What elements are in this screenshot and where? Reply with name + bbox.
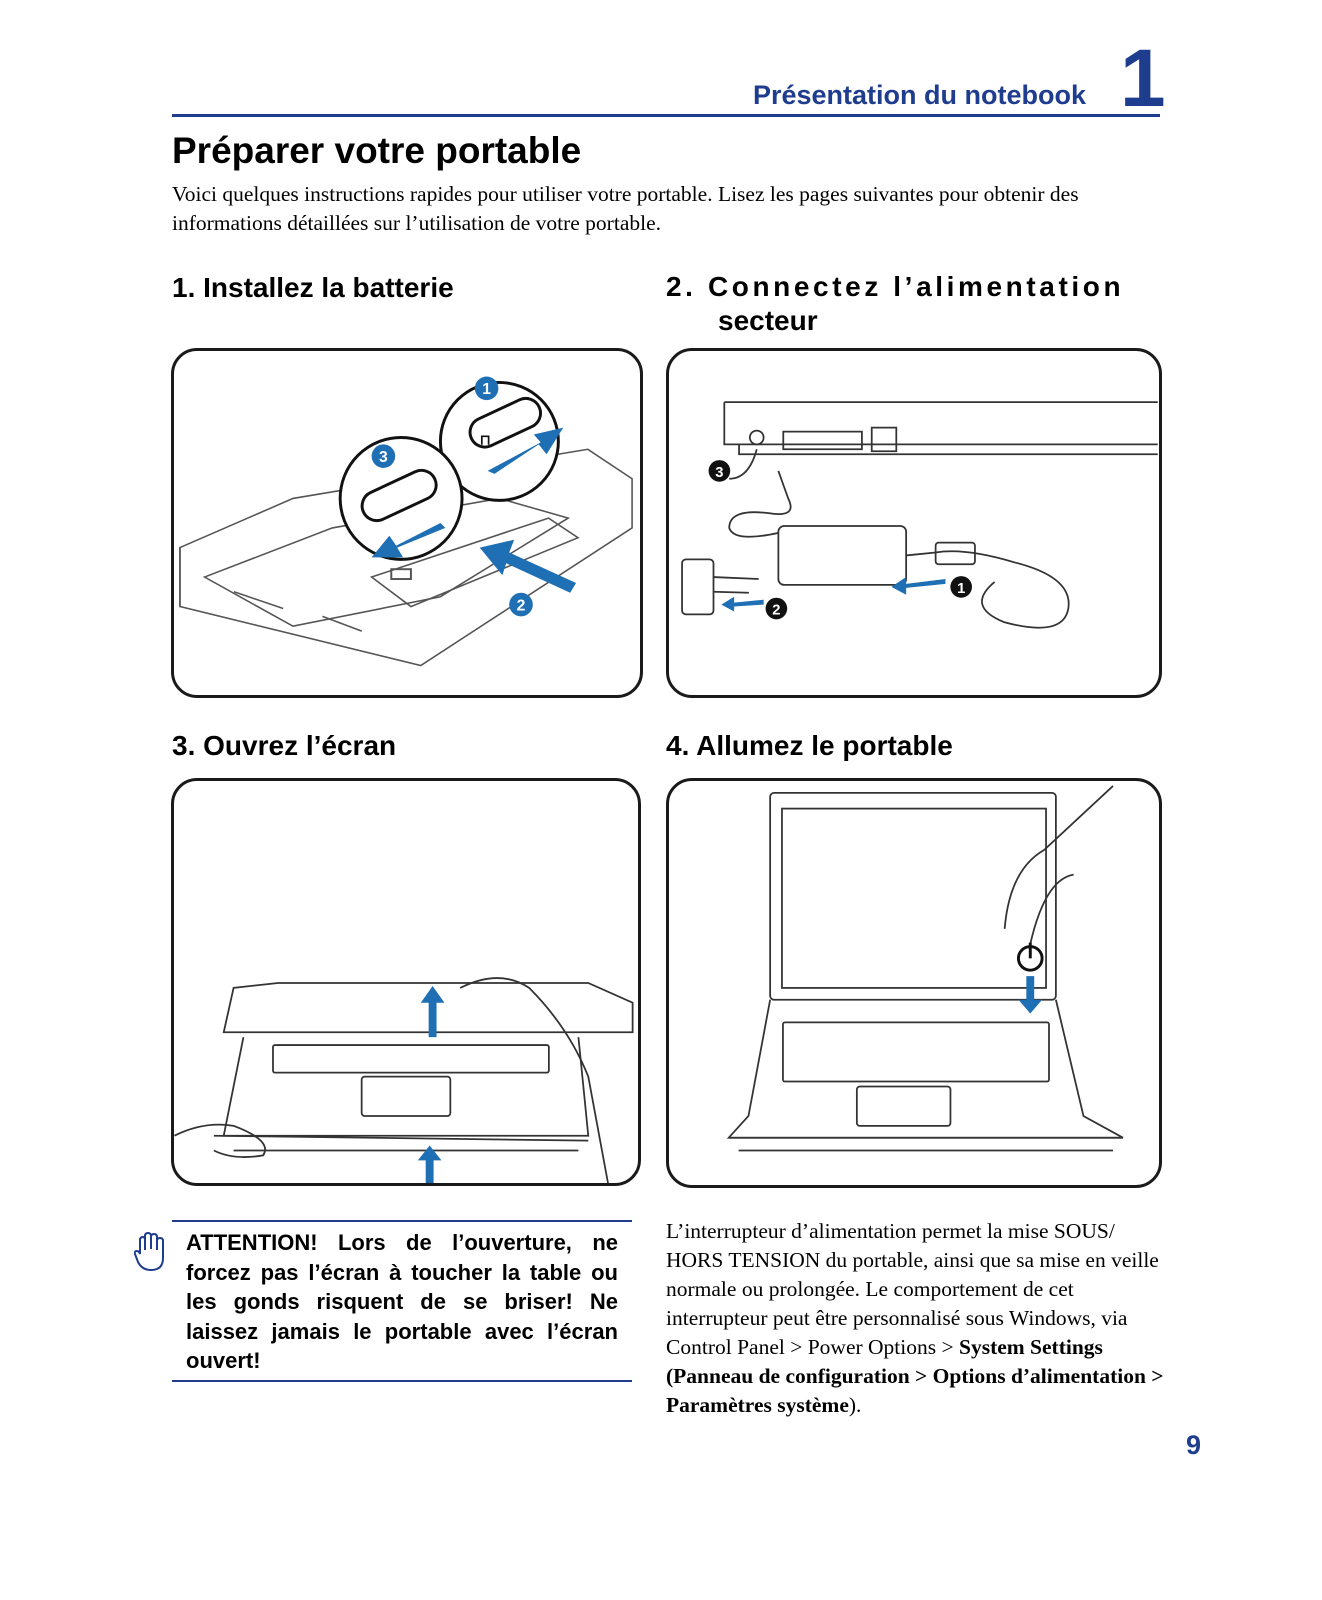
svg-text:3: 3 [715,465,723,481]
warning-top-rule [172,1220,632,1222]
step-2-title-line1: Connectez l’alimentation [707,271,1125,302]
callout-3-icon: 3 [371,444,396,468]
step-4-number: 4. [666,730,690,761]
step-4-title: Allumez le portable [696,730,953,761]
callout-2-icon: 2 [509,592,533,617]
warning-text: ATTENTION! Lors de l’ouverture, ne force… [186,1230,618,1373]
step-3-number: 3. [172,730,196,761]
svg-text:1: 1 [482,381,491,398]
outlet-arrow-icon [721,596,764,612]
power-on-illustration-panel [666,778,1162,1188]
page-number: 9 [1186,1430,1202,1460]
step-2-heading: 2. Connectez l’alimentation secteur [666,270,1156,338]
callout-2-icon: 2 [765,597,788,620]
insert-battery-arrow-icon [479,539,577,593]
callout-1-icon: 1 [950,576,972,598]
power-description: L’interrupteur d’alimentation permet la … [666,1217,1166,1420]
step-3-heading: 3. Ouvrez l’écran [172,730,396,762]
slide-arrow-icon [371,523,446,558]
warning-bottom-rule [172,1380,632,1382]
intro-paragraph: Voici quelques instructions rapides pour… [172,182,1079,235]
power-adapter-illustration-panel: 3 1 2 [666,348,1162,698]
battery-illustration-panel: ⊓ 1 3 2 [171,348,643,698]
plug-arrow-icon [891,577,946,595]
svg-text:2: 2 [772,602,780,618]
power-on-illustration [726,785,1124,1152]
open-screen-illustration-panel [171,778,641,1186]
step-1-heading: 1. Installez la batterie [172,272,454,304]
latch-arrow-icon [417,1145,442,1183]
step-1-number: 1. [172,272,196,303]
header-rule [172,114,1160,117]
battery-zoom-circle-left [338,436,464,561]
page-title: Préparer votre portable [172,130,582,171]
step-4-heading: 4. Allumez le portable [666,730,953,762]
step-1-title: Installez la batterie [203,272,454,303]
open-screen-illustration [174,977,634,1183]
callout-1-icon: 1 [474,376,499,401]
svg-text:1: 1 [957,581,965,597]
step-2-number: 2. [666,271,697,302]
power-adapter-illustration: 3 1 2 [681,401,1158,629]
lift-screen-arrow-icon [420,985,445,1038]
power-description-path: System Settings (Panneau de configuratio… [666,1335,1164,1417]
section-title: Présentation du notebook [752,80,1086,110]
svg-text:2: 2 [517,597,526,614]
power-description-end: ). [848,1393,862,1417]
battery-illustration: ⊓ 1 3 2 [179,376,633,667]
battery-zoom-circle-top: ⊓ [438,380,560,502]
power-description-text: L’interrupteur d’alimentation permet la … [666,1219,1159,1359]
unlock-arrow-icon [487,427,564,474]
svg-text:3: 3 [379,449,388,466]
chapter-number: 1 [1120,33,1166,124]
raised-hand-icon [133,1231,166,1272]
step-2-title-line2: secteur [718,305,818,336]
svg-text:⊓: ⊓ [480,432,491,447]
callout-3-icon: 3 [708,460,731,482]
step-3-title: Ouvrez l’écran [203,730,397,761]
press-power-arrow-icon [1018,976,1043,1014]
